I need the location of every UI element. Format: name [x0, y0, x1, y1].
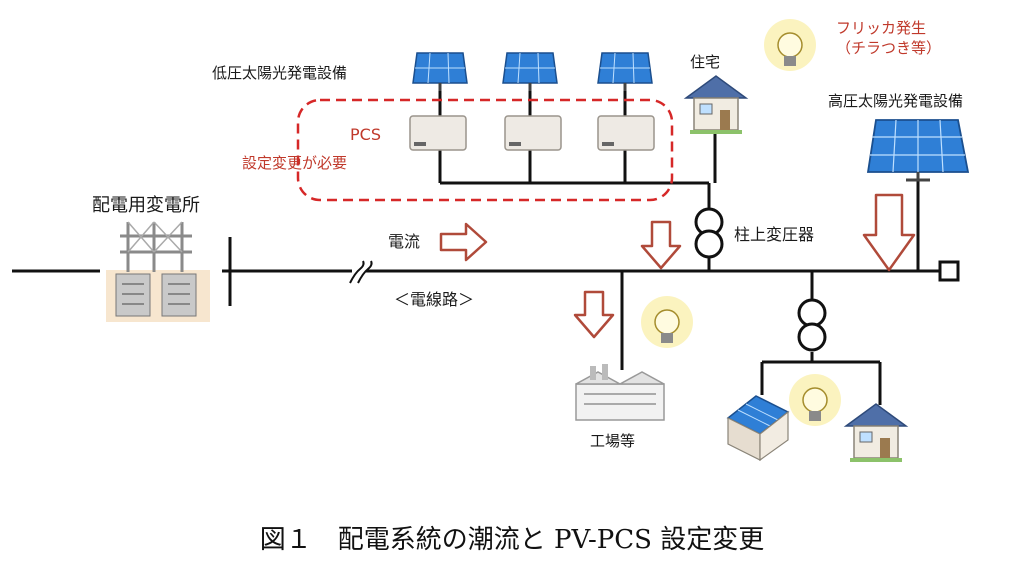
- solar-panel-icon: [412, 52, 468, 91]
- label-pcs-note: 設定変更が必要: [242, 154, 347, 172]
- light-bulb-icon: [789, 374, 841, 426]
- down-arrow-hv: [862, 193, 916, 272]
- label-lv-pv: 低圧太陽光発電設備: [212, 64, 347, 82]
- current-right-arrow: [439, 222, 488, 262]
- pcs-unit-icon: [504, 115, 562, 151]
- line-terminal: [938, 260, 960, 282]
- lv-solar-panels: [412, 52, 653, 91]
- label-flicker-1: フリッカ発生: [836, 19, 926, 37]
- pcs-unit-icon: [597, 115, 655, 151]
- label-substation: 配電用変電所: [92, 195, 200, 216]
- house-icon: [843, 403, 909, 462]
- hv-solar-panel-icon: [866, 119, 970, 182]
- house-icon: [683, 75, 749, 134]
- feeder-lines: [12, 90, 940, 405]
- pcs-highlight-box: [296, 98, 674, 202]
- down-arrow-pole: [640, 220, 682, 270]
- solar-panel-icon: [597, 52, 653, 91]
- label-flicker-2: （チラつき等）: [836, 39, 941, 57]
- pcs-unit-icon: [409, 115, 467, 151]
- label-residence: 住宅: [690, 53, 720, 71]
- factory-icon: [575, 364, 665, 421]
- pole-transformer-icon: [694, 207, 724, 259]
- label-pcs: PCS: [350, 125, 381, 144]
- house-with-solar-icon: [726, 395, 790, 462]
- lower-transformer-icon: [797, 298, 827, 352]
- label-pole-transformer: 柱上変圧器: [734, 225, 814, 244]
- pcs-units: [409, 115, 655, 151]
- light-bulb-icon: [641, 296, 693, 348]
- light-bulb-icon: [764, 19, 816, 71]
- label-hv-pv: 高圧太陽光発電設備: [828, 92, 963, 110]
- label-factory: 工場等: [590, 432, 635, 450]
- flow-arrows: [439, 193, 916, 339]
- line-break-symbol: [349, 260, 373, 284]
- substation-icon: [106, 221, 210, 322]
- figure-caption: 図１ 配電系統の潮流と PV-PCS 設定変更: [260, 525, 764, 555]
- label-current: 電流: [388, 232, 420, 251]
- label-line: ＜電線路＞: [394, 290, 474, 309]
- down-arrow-factory: [573, 290, 615, 339]
- solar-panel-icon: [502, 52, 558, 91]
